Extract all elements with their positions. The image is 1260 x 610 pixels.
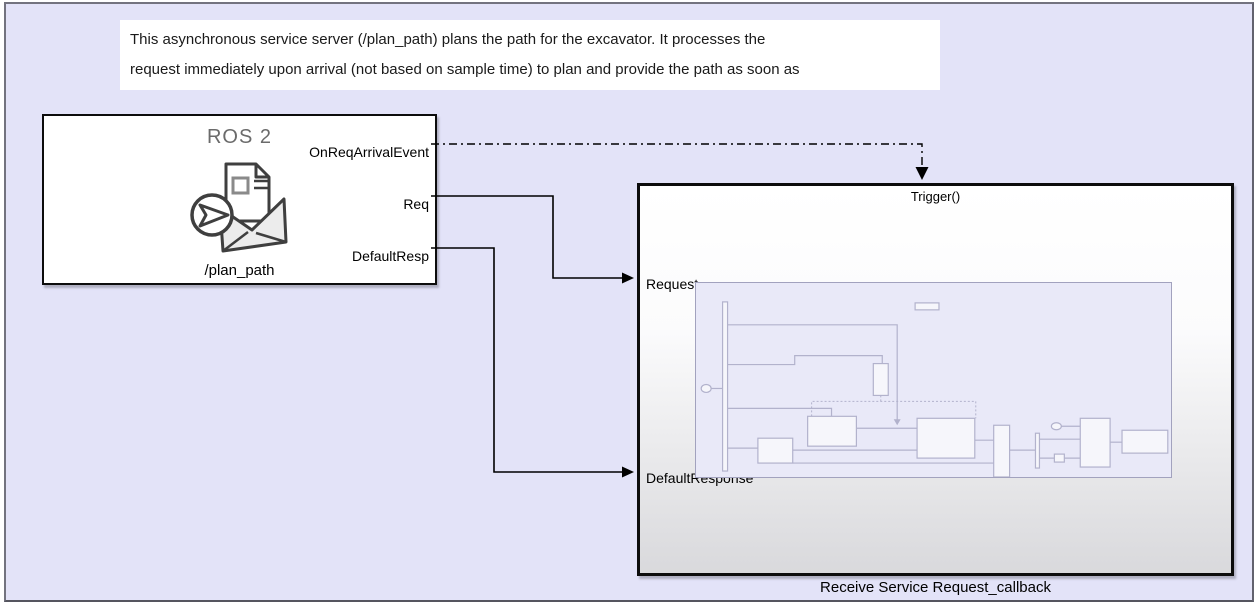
subsystem-preview-graphic: [700, 301, 1169, 477]
wire-onreqarrivalevent-to-trigger[interactable]: [431, 143, 923, 167]
ros2-outport-label-req: Req: [403, 196, 429, 212]
ros2-outport-label-defaultresp: DefaultResp: [351, 248, 429, 264]
subsystem-inport-label-request: Request: [646, 276, 699, 292]
subsystem-block-name: Receive Service Request_callback: [820, 579, 1051, 596]
wire-defaultresp-to-defaultresponse[interactable]: [431, 247, 622, 473]
wire-req-to-request[interactable]: [431, 195, 622, 279]
annotation-box[interactable]: This asynchronous service server (/plan_…: [120, 20, 940, 90]
diagram-canvas[interactable]: This asynchronous service server (/plan_…: [4, 2, 1254, 602]
triggered-subsystem-block[interactable]: Trigger() Request DefaultResponse: [637, 183, 1234, 576]
ros2-service-server-block[interactable]: ROS 2 OnReqArrivalEvent Req DefaultResp …: [42, 114, 437, 285]
ros2-block-name: /plan_path: [204, 262, 275, 279]
ros2-outport-label-onreqarrivalevent: OnReqArrivalEvent: [309, 144, 429, 160]
subsystem-contents-preview: [695, 282, 1172, 478]
trigger-port-label: Trigger(): [910, 189, 961, 204]
annotation-line-2: request immediately upon arrival (not ba…: [130, 61, 800, 78]
annotation-line-1: This asynchronous service server (/plan_…: [130, 31, 766, 48]
ros2-service-send-message-icon: [190, 162, 288, 253]
ros2-block-type-label: ROS 2: [206, 126, 273, 148]
